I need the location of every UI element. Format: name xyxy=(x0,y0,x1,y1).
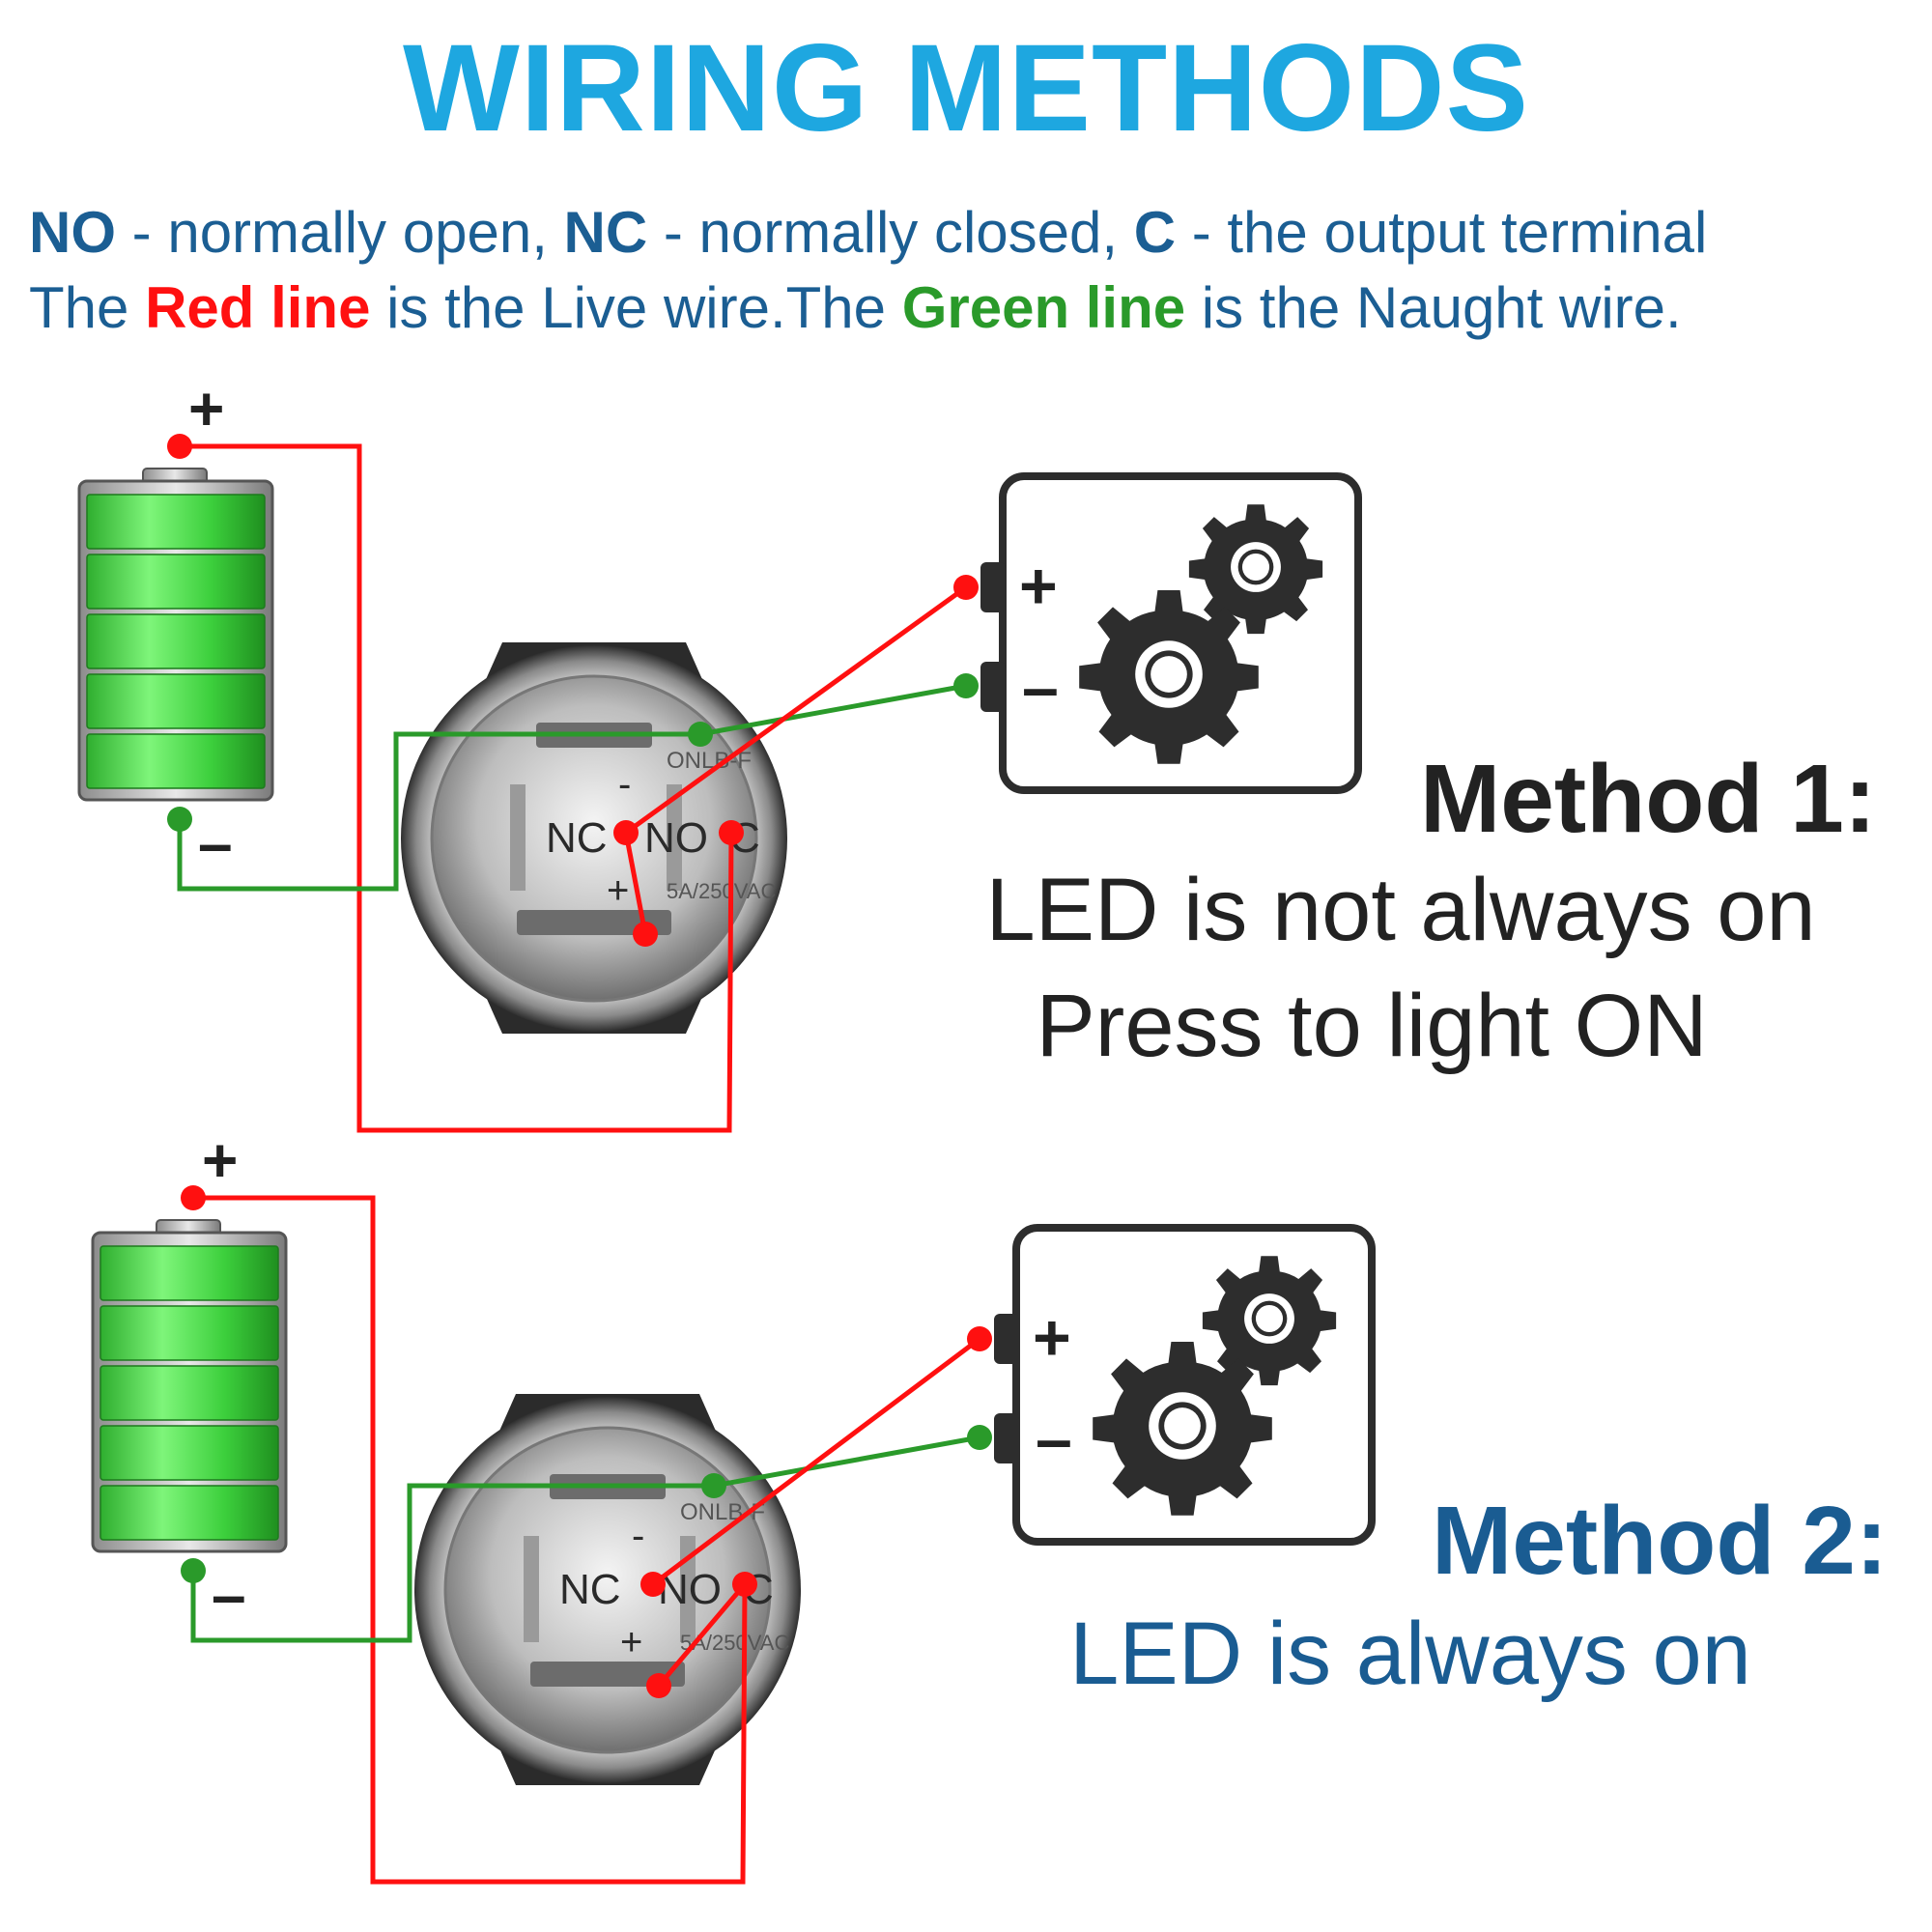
battery-minus-label: – xyxy=(198,809,233,878)
switch-no-label: NO xyxy=(644,814,708,862)
switch-led-minus-label: - xyxy=(618,763,631,806)
switch-pin-left xyxy=(524,1536,539,1642)
load-device: +– xyxy=(980,472,1362,794)
switch-face xyxy=(443,1426,772,1754)
small-gear-icon xyxy=(1202,1256,1337,1386)
load-plus-dot xyxy=(953,575,979,600)
battery-minus-dot xyxy=(167,807,192,832)
large-gear-icon xyxy=(1093,1342,1272,1516)
load-terminal-minus xyxy=(980,662,1006,712)
small-gear-icon xyxy=(1188,504,1323,635)
method-1-title: Method 1: xyxy=(1420,745,1877,853)
battery-cell xyxy=(86,733,266,789)
load-minus-label: – xyxy=(1022,651,1059,724)
nc-text: - normally closed, xyxy=(647,200,1134,265)
battery-cell xyxy=(86,673,266,729)
live-wire-no-to-load xyxy=(651,1337,981,1586)
c-terminal-dot xyxy=(719,820,744,845)
legend-the: The xyxy=(29,275,146,340)
load-plus-dot xyxy=(967,1326,992,1351)
battery-cell xyxy=(99,1425,279,1481)
battery-cell xyxy=(86,554,266,610)
battery-cell xyxy=(99,1365,279,1421)
load-plus-label: + xyxy=(1019,550,1058,623)
no-text: - normally open, xyxy=(116,200,564,265)
switch-pin-right xyxy=(667,784,682,891)
load-terminal-plus xyxy=(980,562,1006,612)
battery-cell xyxy=(99,1245,279,1301)
led-plus-dot xyxy=(646,1673,671,1698)
led-minus-dot xyxy=(688,722,713,747)
c-abbr: C xyxy=(1133,200,1177,265)
large-gear-icon xyxy=(1079,590,1259,764)
battery-icon xyxy=(77,468,274,802)
live-wire-no-to-led xyxy=(623,832,648,935)
switch-led-plus-label: + xyxy=(607,869,629,912)
green-line-text: is the Naught wire. xyxy=(1185,275,1682,340)
load-device: +– xyxy=(994,1224,1376,1546)
switch-rating-label: 5A/250VAC xyxy=(667,879,776,903)
neutral-wire-battery xyxy=(190,1483,714,1643)
load-minus-dot xyxy=(967,1425,992,1450)
method-1-line1: LED is not always on xyxy=(985,861,1816,959)
load-terminal-minus xyxy=(994,1413,1019,1463)
method-2-line1: LED is always on xyxy=(1069,1605,1751,1703)
switch-led-minus-label: - xyxy=(632,1515,644,1557)
battery-cell xyxy=(99,1305,279,1361)
switch-tab-bottom xyxy=(517,910,671,935)
live-wire-battery-to-c xyxy=(193,1195,748,1885)
load-minus-label: – xyxy=(1036,1403,1072,1476)
switch-pin-left xyxy=(510,784,526,891)
no-abbr: NO xyxy=(29,200,116,265)
battery-minus-label: – xyxy=(212,1560,246,1630)
legend-wires: The Red line is the Live wire.The Green … xyxy=(29,274,1682,341)
battery-cell xyxy=(86,613,266,669)
red-line-text: is the Live wire.The xyxy=(370,275,902,340)
switch-face xyxy=(430,674,758,1003)
battery-plus-dot xyxy=(181,1185,206,1210)
battery-plus-dot xyxy=(167,434,192,459)
battery-minus-dot xyxy=(181,1558,206,1583)
no-terminal-dot xyxy=(613,820,639,845)
nc-abbr: NC xyxy=(563,200,648,265)
battery-plus-label: + xyxy=(188,374,224,443)
led-minus-dot xyxy=(701,1473,726,1498)
no-terminal-dot xyxy=(640,1572,666,1597)
live-wire-c-to-led xyxy=(657,1582,747,1688)
method-2-title: Method 2: xyxy=(1432,1487,1889,1595)
switch-led-plus-label: + xyxy=(620,1621,642,1663)
page-title: WIRING METHODS xyxy=(403,19,1529,157)
neutral-wire-to-load xyxy=(699,683,967,737)
battery-cell xyxy=(99,1485,279,1541)
load-minus-dot xyxy=(953,673,979,698)
battery-icon xyxy=(91,1219,288,1553)
live-wire-battery-to-c xyxy=(180,443,734,1133)
c-terminal-dot xyxy=(732,1572,757,1597)
battery-cell xyxy=(86,494,266,550)
switch-nc-label: NC xyxy=(546,814,608,862)
green-line-label: Green line xyxy=(901,275,1186,340)
live-wire-no-to-load xyxy=(624,584,968,836)
battery-plus-label: + xyxy=(202,1125,238,1195)
load-terminal-plus xyxy=(994,1314,1019,1364)
led-plus-dot xyxy=(633,922,658,947)
c-text: - the output terminal xyxy=(1176,200,1708,265)
legend-terminals: NO - normally open, NC - normally closed… xyxy=(29,199,1707,266)
switch-nc-label: NC xyxy=(559,1566,621,1613)
neutral-wire-to-load xyxy=(713,1435,980,1489)
red-line-label: Red line xyxy=(145,275,371,340)
neutral-wire-battery xyxy=(177,731,700,892)
switch-tab-bottom xyxy=(530,1662,685,1687)
method-1-line2: Press to light ON xyxy=(1036,977,1708,1075)
load-plus-label: + xyxy=(1033,1301,1071,1375)
